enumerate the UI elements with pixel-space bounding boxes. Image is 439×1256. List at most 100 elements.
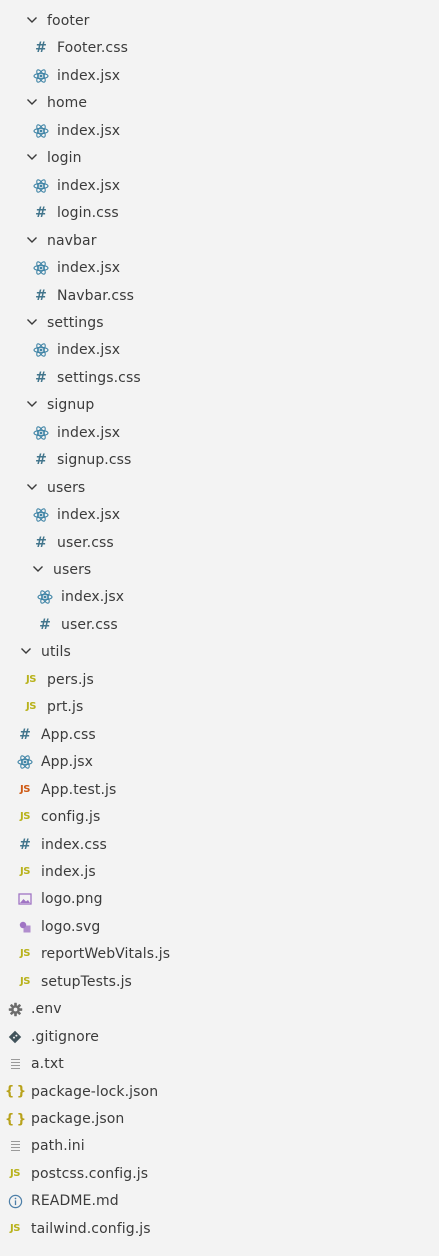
file-index-jsx[interactable]: index.jsx — [0, 584, 439, 610]
file-gitignore[interactable]: .gitignore — [0, 1024, 439, 1050]
file-login-css[interactable]: #login.css — [0, 200, 439, 226]
file-index-jsx[interactable]: index.jsx — [0, 255, 439, 281]
file-label: Navbar.css — [57, 287, 135, 304]
file-index-jsx[interactable]: index.jsx — [0, 420, 439, 446]
file-readme-md[interactable]: README.md — [0, 1188, 439, 1214]
folder-label: settings — [47, 314, 104, 331]
file-path-ini[interactable]: path.ini — [0, 1133, 439, 1159]
file-label: index.jsx — [57, 122, 121, 139]
file-package-json[interactable]: { }package.json — [0, 1106, 439, 1132]
js-icon: JS — [10, 1222, 20, 1234]
file-app-test-js[interactable]: JS App.test.js — [0, 777, 439, 803]
test-js-icon: JS — [20, 783, 30, 795]
folder-label: login — [47, 150, 82, 167]
folder-home[interactable]: home — [0, 90, 439, 116]
file-index-jsx[interactable]: index.jsx — [0, 118, 439, 144]
file-env[interactable]: .env — [0, 996, 439, 1022]
folder-label: users — [53, 562, 92, 578]
folder-label: signup — [47, 397, 95, 414]
chevron-down-icon — [25, 95, 41, 111]
css-hash-icon: # — [35, 369, 47, 386]
text-file-icon — [7, 1056, 23, 1072]
file-app-css[interactable]: # App.css — [0, 722, 439, 748]
file-label: index.jsx — [57, 177, 121, 194]
file-label: reportWebVitals.js — [41, 946, 171, 963]
file-label: index.css — [41, 836, 107, 853]
react-icon — [33, 68, 49, 84]
file-label: Footer.css — [57, 40, 128, 57]
file-logo-svg[interactable]: logo.svg — [0, 914, 439, 940]
file-app-jsx[interactable]: App.jsx — [0, 749, 439, 775]
file-label: pers.js — [47, 671, 94, 688]
chevron-down-icon — [25, 315, 41, 331]
file-label: index.jsx — [57, 507, 121, 524]
file-label: tailwind.config.js — [31, 1220, 151, 1237]
folder-users[interactable]: users — [0, 475, 439, 501]
folder-users[interactable]: users — [0, 557, 439, 583]
folder-label: footer — [47, 13, 90, 29]
file-navbar-css[interactable]: # Navbar.css — [0, 283, 439, 309]
file-signup-css[interactable]: #signup.css — [0, 447, 439, 473]
css-hash-icon: # — [19, 726, 31, 743]
json-icon: { } — [4, 1084, 26, 1100]
file-label: index.js — [41, 863, 96, 880]
file-label: logo.png — [41, 891, 103, 908]
file-prt-js[interactable]: JS prt.js — [0, 694, 439, 720]
chevron-down-icon — [25, 150, 41, 166]
file-label: index.jsx — [57, 67, 121, 84]
file-label: .gitignore — [31, 1028, 99, 1045]
info-icon — [7, 1193, 23, 1209]
file-user-css[interactable]: #user.css — [0, 530, 439, 556]
json-icon: { } — [4, 1111, 26, 1127]
css-hash-icon: # — [35, 40, 47, 57]
react-icon — [33, 342, 49, 358]
text-file-icon — [7, 1138, 23, 1154]
css-hash-icon: # — [19, 836, 31, 853]
react-icon — [33, 425, 49, 441]
chevron-down-icon — [25, 397, 41, 413]
file-label: logo.svg — [41, 918, 101, 935]
js-icon: JS — [20, 865, 30, 877]
folder-settings[interactable]: settings — [0, 310, 439, 336]
file-tailwind-config-js[interactable]: JS tailwind.config.js — [0, 1216, 439, 1242]
file-footer-css[interactable]: # Footer.css — [0, 35, 439, 61]
file-index-jsx[interactable]: index.jsx — [0, 502, 439, 528]
file-package-lock-json[interactable]: { } package-lock.json — [0, 1079, 439, 1105]
file-logo-png[interactable]: logo.png — [0, 886, 439, 912]
file-label: setupTests.js — [41, 973, 132, 990]
file-label: package-lock.json — [31, 1083, 159, 1100]
file-a-txt[interactable]: a.txt — [0, 1051, 439, 1077]
file-label: prt.js — [47, 699, 84, 716]
react-icon — [33, 507, 49, 523]
folder-login[interactable]: login — [0, 145, 439, 171]
css-hash-icon: # — [35, 534, 47, 551]
js-icon: JS — [26, 701, 36, 713]
folder-signup[interactable]: signup — [0, 392, 439, 418]
folder-utils[interactable]: utils — [0, 639, 439, 665]
file-index-js[interactable]: JS index.js — [0, 859, 439, 885]
file-index-css[interactable]: # index.css — [0, 832, 439, 858]
file-label: README.md — [31, 1193, 119, 1210]
file-user-css[interactable]: #user.css — [0, 612, 439, 638]
file-label: index.jsx — [61, 589, 125, 606]
folder-footer[interactable]: footer — [0, 8, 439, 34]
file-label: index.jsx — [57, 424, 121, 441]
file-label: App.css — [41, 726, 96, 743]
file-label: App.test.js — [41, 781, 117, 798]
js-icon: JS — [10, 1167, 20, 1179]
chevron-down-icon — [25, 480, 41, 496]
css-hash-icon: # — [35, 452, 47, 469]
file-index-jsx[interactable]: index.jsx — [0, 63, 439, 89]
react-icon — [33, 178, 49, 194]
folder-navbar[interactable]: navbar — [0, 228, 439, 254]
file-index-jsx[interactable]: index.jsx — [0, 173, 439, 199]
css-hash-icon: # — [35, 287, 47, 304]
file-index-jsx[interactable]: index.jsx — [0, 337, 439, 363]
file-settings-css[interactable]: #settings.css — [0, 365, 439, 391]
chevron-down-icon — [19, 644, 35, 660]
